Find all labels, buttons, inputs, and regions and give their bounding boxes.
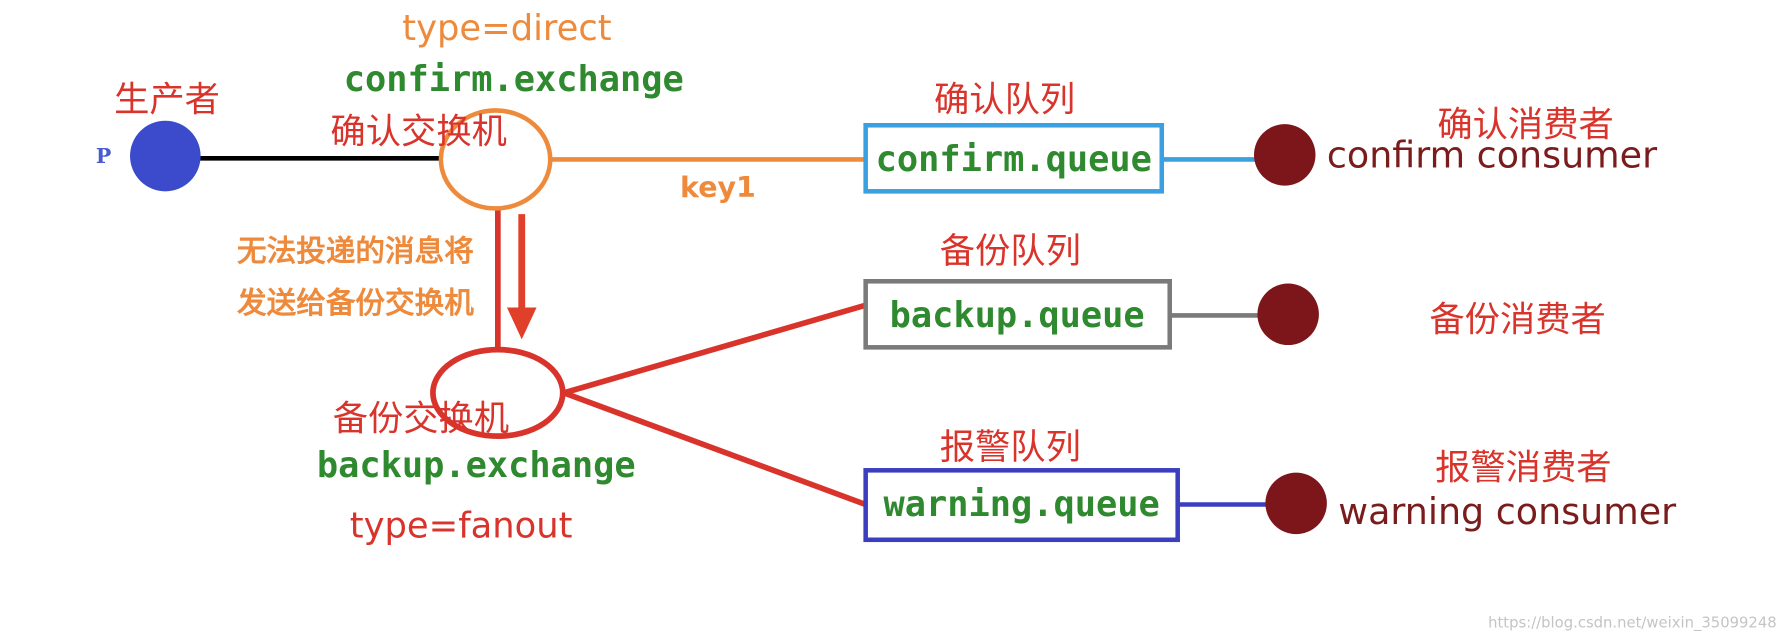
backup-exchange-node [430, 346, 566, 440]
confirm-consumer-name: confirm consumer [1327, 133, 1657, 176]
confirm-consumer-node [1253, 124, 1316, 186]
warning-consumer-name: warning consumer [1338, 490, 1676, 533]
confirm-exchange-name: confirm.exchange [344, 59, 684, 100]
backup-queue-name: backup.queue [890, 295, 1145, 336]
fallback-note-line-2: 发送给备份交换机 [236, 286, 474, 320]
backup-exchange-to-warning-queue-link [562, 390, 867, 508]
confirm-queue-box [863, 122, 1165, 194]
watermark-text: https://blog.csdn.net/weixin_35099248 [1488, 614, 1777, 631]
warning-consumer-node [1265, 472, 1327, 535]
fallback-arrow-head [506, 307, 537, 340]
backup-exchange-label: 备份交换机 [333, 398, 510, 439]
confirm-exchange-type: type=direct [402, 8, 611, 49]
producer-label: 生产者 [114, 80, 220, 121]
confirm-queue-name: confirm.queue [876, 139, 1152, 180]
confirm-queue-label: 确认队列 [934, 80, 1075, 121]
producer-tag: P [96, 144, 111, 168]
fallback-note-line-1: 无法投递的消息将 [237, 234, 474, 268]
backup-exchange-name: backup.exchange [317, 445, 636, 486]
backup-exchange-type: type=fanout [350, 506, 573, 547]
backup-consumer-label: 备份消费者 [1429, 299, 1605, 340]
warning-queue-label: 报警队列 [940, 427, 1081, 468]
warning-queue-box [863, 468, 1180, 543]
backup-queue-box [863, 279, 1173, 350]
producer-node [130, 120, 201, 192]
warning-consumer-label: 报警消费者 [1435, 447, 1611, 488]
backup-exchange-to-backup-queue-link [563, 302, 867, 396]
backup-queue-label: 备份队列 [940, 231, 1081, 272]
confirm-exchange-node [438, 108, 553, 211]
warning-queue-name: warning.queue [884, 484, 1160, 525]
routing-key-label: key1 [680, 171, 756, 204]
confirm-exchange-label: 确认交换机 [330, 111, 507, 152]
confirm-consumer-label: 确认消费者 [1437, 105, 1613, 146]
backup-consumer-node [1257, 283, 1319, 346]
